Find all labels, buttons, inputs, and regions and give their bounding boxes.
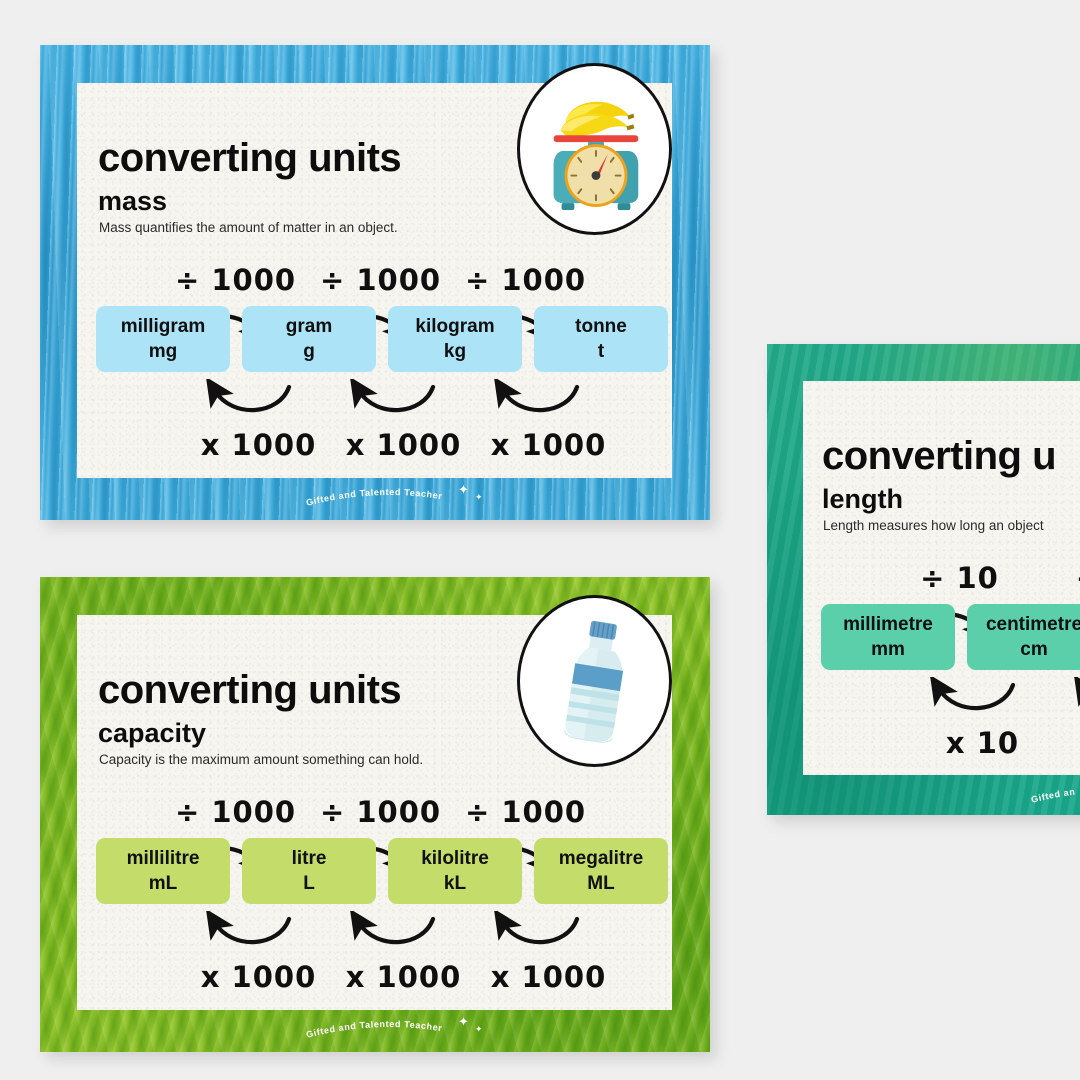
- poster-mass-multiply-row: x 1000 x 1000 x 1000: [186, 428, 676, 462]
- poster-capacity-icon-badge: [517, 595, 672, 767]
- multiply-operation: x 10: [945, 726, 1020, 760]
- divide-operation: ÷ 1: [1032, 561, 1080, 595]
- poster-capacity-units: millilitre mL litre L kilolitre kL megal…: [96, 838, 676, 904]
- unit-box[interactable]: millimetre mm: [821, 604, 955, 670]
- divide-operation: ÷ 1000: [174, 263, 297, 297]
- kitchen-scale-with-bananas-icon: [553, 101, 638, 210]
- divide-operation: ÷ 1000: [464, 795, 587, 829]
- multiply-operation: x: [1055, 726, 1080, 760]
- poster-capacity-divide-row: ÷ 1000 ÷ 1000 ÷ 1000: [163, 795, 653, 829]
- poster-capacity-title: converting units: [98, 668, 402, 712]
- unit-name: litre: [291, 847, 327, 869]
- poster-length-sheet: [803, 381, 1080, 775]
- divide-operation: ÷ 1000: [464, 263, 587, 297]
- unit-name: megalitre: [558, 847, 644, 869]
- poster-capacity-description: Capacity is the maximum amount something…: [99, 752, 424, 767]
- poster-mass-subtitle: mass: [98, 186, 168, 216]
- unit-symbol: mm: [871, 638, 905, 660]
- water-bottle-icon: [564, 620, 623, 743]
- poster-length[interactable]: converting u length Length measures how …: [767, 344, 1080, 815]
- poster-length-divide-row: ÷ 10 ÷ 1: [887, 561, 1080, 595]
- divide-operation: ÷ 10: [920, 561, 999, 595]
- multiply-operation: x 1000: [345, 428, 462, 462]
- poster-mass-description: Mass quantifies the amount of matter in …: [99, 220, 398, 235]
- poster-mass[interactable]: converting units mass Mass quantifies th…: [40, 45, 710, 520]
- unit-name: kilogram: [415, 315, 495, 337]
- unit-name: millilitre: [126, 847, 200, 869]
- poster-capacity-bottom-arrows: [171, 911, 651, 959]
- poster-length-multiply-row: x 10 x: [910, 726, 1080, 760]
- poster-capacity[interactable]: converting units capacity Capacity is th…: [40, 577, 710, 1052]
- arrow-up-left-icon: [205, 911, 580, 945]
- unit-symbol: ML: [587, 872, 615, 894]
- unit-symbol: kL: [443, 872, 467, 894]
- unit-box[interactable]: centimetre cm: [967, 604, 1080, 670]
- unit-box[interactable]: kilogram kg: [388, 306, 522, 372]
- unit-name: tonne: [575, 315, 627, 337]
- divide-operation: ÷ 1000: [319, 795, 442, 829]
- poster-length-description: Length measures how long an object: [823, 518, 1044, 533]
- unit-box[interactable]: gram g: [242, 306, 376, 372]
- unit-symbol: t: [597, 340, 605, 362]
- poster-mass-title: converting units: [98, 136, 402, 180]
- multiply-operation: x 1000: [490, 960, 607, 994]
- unit-name: millimetre: [843, 613, 933, 635]
- poster-mass-icon-badge: [517, 63, 672, 235]
- poster-capacity-multiply-row: x 1000 x 1000 x 1000: [186, 960, 676, 994]
- poster-mass-bottom-arrows: [171, 379, 651, 427]
- multiply-operation: x 1000: [345, 960, 462, 994]
- unit-box[interactable]: millilitre mL: [96, 838, 230, 904]
- unit-name: gram: [285, 315, 333, 337]
- unit-symbol: L: [303, 872, 315, 894]
- divide-operation: ÷ 1000: [174, 795, 297, 829]
- multiply-operation: x 1000: [490, 428, 607, 462]
- multiply-operation: x 1000: [200, 428, 317, 462]
- unit-box[interactable]: kilolitre kL: [388, 838, 522, 904]
- unit-name: centimetre: [985, 613, 1080, 635]
- unit-symbol: mg: [148, 340, 178, 362]
- multiply-operation: x 1000: [200, 960, 317, 994]
- poster-length-subtitle: length: [822, 484, 903, 514]
- unit-box[interactable]: tonne t: [534, 306, 668, 372]
- unit-box[interactable]: megalitre ML: [534, 838, 668, 904]
- poster-length-title: converting u: [822, 434, 1057, 478]
- unit-symbol: cm: [1020, 638, 1048, 660]
- arrow-up-left-icon: [205, 379, 580, 413]
- unit-box[interactable]: litre L: [242, 838, 376, 904]
- unit-symbol: mL: [148, 872, 178, 894]
- unit-symbol: g: [303, 340, 315, 362]
- unit-symbol: kg: [443, 340, 467, 362]
- unit-name: kilolitre: [421, 847, 489, 869]
- arrow-up-left-icon: [929, 677, 1080, 711]
- poster-mass-divide-row: ÷ 1000 ÷ 1000 ÷ 1000: [163, 263, 653, 297]
- divide-operation: ÷ 1000: [319, 263, 442, 297]
- unit-box[interactable]: milligram mg: [96, 306, 230, 372]
- poster-mass-units: milligram mg gram g kilogram kg tonne t: [96, 306, 676, 372]
- unit-name: milligram: [120, 315, 206, 337]
- poster-length-units: millimetre mm centimetre cm: [821, 604, 1080, 670]
- poster-length-bottom-arrows: [895, 677, 1080, 725]
- poster-capacity-subtitle: capacity: [98, 718, 207, 748]
